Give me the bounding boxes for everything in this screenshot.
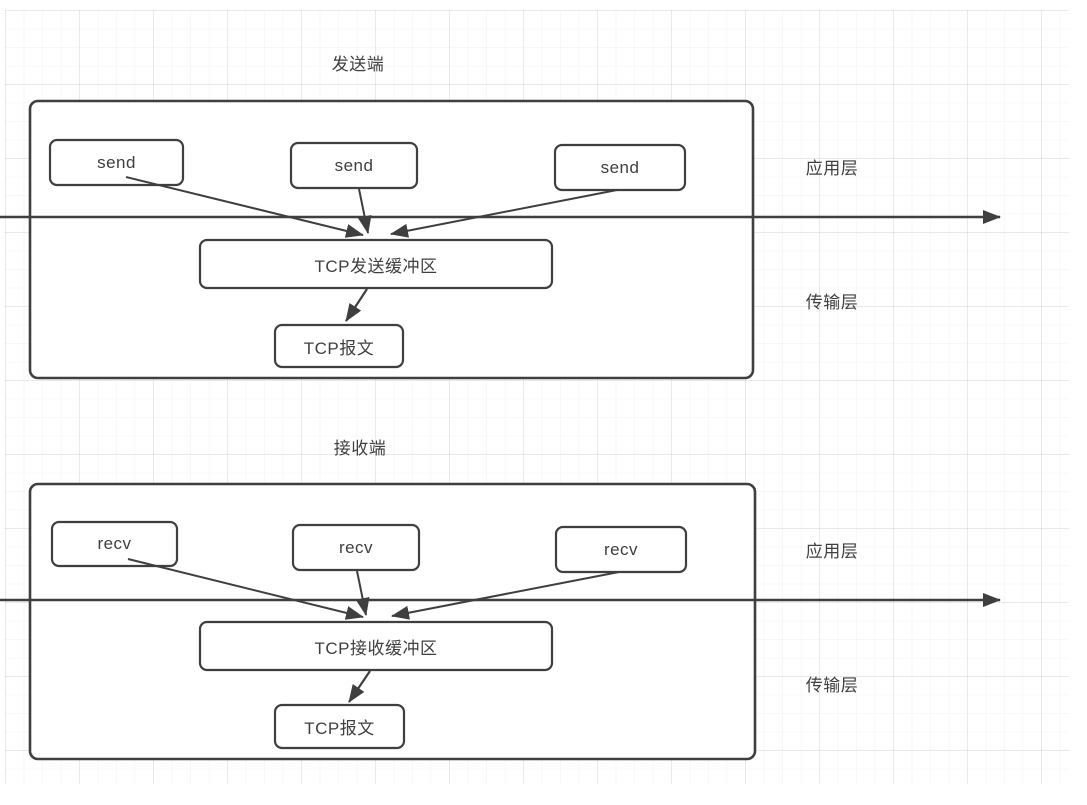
sender-arrow-send2-to-buffer <box>357 188 372 234</box>
receiver-packet-box <box>273 703 406 750</box>
sender-section <box>0 99 1001 380</box>
sender-arrow-buffer-to-packet <box>345 288 368 322</box>
sender-arrow-send1-to-buffer <box>125 176 364 238</box>
receiver-buffer-box <box>198 620 554 672</box>
receiver-arrow-recv3-to-buffer <box>391 571 620 620</box>
sender-send-box-3 <box>553 143 687 192</box>
receiver-recv-box-3 <box>554 525 688 574</box>
receiver-arrow-buffer-to-packet <box>348 670 371 703</box>
receiver-recv-box-1 <box>50 520 179 568</box>
sender-buffer-box <box>198 238 554 290</box>
sender-arrow-send3-to-buffer <box>390 189 618 238</box>
receiver-arrow-recv2-to-buffer <box>355 570 370 616</box>
sender-send-box-2 <box>289 141 419 190</box>
receiver-arrow-recv1-to-buffer <box>127 558 364 620</box>
receiver-recv-box-2 <box>291 523 421 572</box>
receiver-section <box>0 482 1001 761</box>
sender-packet-box <box>273 323 405 369</box>
sender-send-box-1 <box>48 138 185 187</box>
